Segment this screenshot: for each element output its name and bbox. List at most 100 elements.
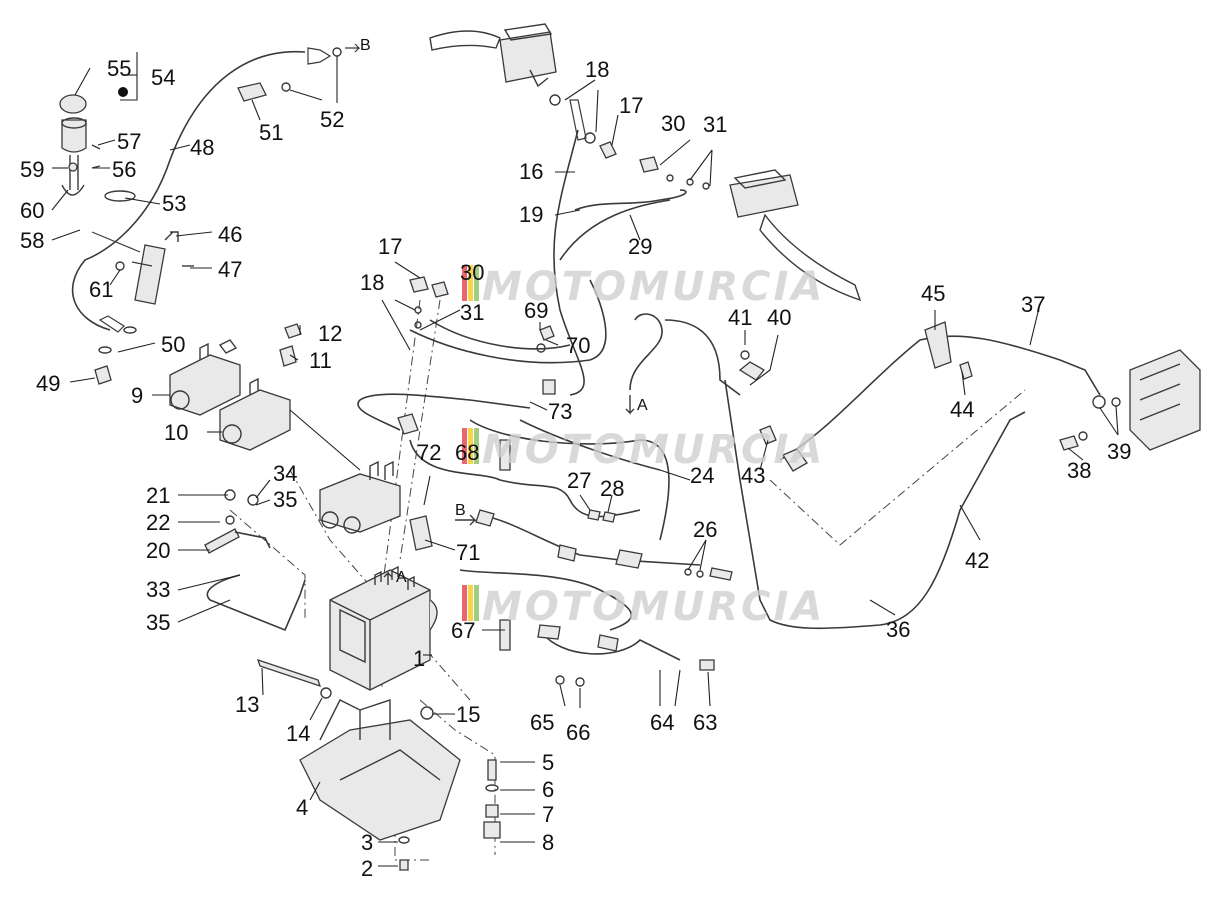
callout-label: 18 [360, 270, 384, 295]
callout-label: 53 [162, 191, 186, 216]
bracket-4 [256, 658, 461, 841]
callout-label: 46 [218, 222, 242, 247]
callout-label: 42 [965, 548, 989, 573]
hose-bundle [409, 279, 607, 364]
callout-label: 52 [320, 107, 344, 132]
ref-b-center: B [455, 502, 466, 519]
callout-label: 38 [1067, 458, 1091, 483]
watermark-flag-stripe [462, 585, 467, 621]
watermark-flag-stripe [474, 265, 479, 301]
callout-label: 16 [519, 159, 543, 184]
callout-label: 24 [690, 463, 714, 488]
callout-label: 70 [566, 333, 590, 358]
callout-label: 1 [413, 646, 425, 671]
rear-caliper [1059, 349, 1201, 451]
callout-label: 34 [273, 461, 297, 486]
leader-lines [51, 52, 1119, 867]
callout-label: 45 [921, 281, 945, 306]
watermark-text: MOTOMURCIA [482, 427, 825, 473]
watermark-text: MOTOMURCIA [482, 584, 825, 630]
callout-label: 69 [524, 298, 548, 323]
callout-label: 71 [456, 540, 480, 565]
watermark-text: MOTOMURCIA [482, 264, 825, 310]
callout-label: 35 [146, 610, 170, 635]
watermark-flag-stripe [474, 585, 479, 621]
ref-a-right: A [637, 397, 648, 414]
callout-label: 37 [1021, 292, 1045, 317]
watermark-flag-stripe [468, 585, 473, 621]
ref-a-abs: A [396, 569, 407, 586]
callout-label: 40 [767, 305, 791, 330]
watermark-logo: MOTOMURCIA [462, 427, 825, 473]
hose-29 [559, 199, 671, 261]
callout-label: 36 [886, 617, 910, 642]
callout-label: 63 [693, 710, 717, 735]
callout-label: 30 [460, 260, 484, 285]
callout-label: 4 [296, 795, 308, 820]
callout-label: 68 [455, 440, 479, 465]
callout-label: 19 [519, 202, 543, 227]
callout-label: 30 [661, 111, 685, 136]
watermark-logo: MOTOMURCIA [462, 264, 825, 310]
left-master-cylinder [429, 23, 557, 88]
callout-label: 6 [542, 777, 554, 802]
callout-label: 26 [693, 517, 717, 542]
callout-label: 27 [567, 468, 591, 493]
callout-label: 58 [20, 228, 44, 253]
pressure-switch-51 [237, 82, 267, 102]
callout-label: 44 [950, 397, 974, 422]
callout-label: 17 [378, 234, 402, 259]
callout-label: 29 [628, 234, 652, 259]
watermark-flag-stripe [462, 428, 467, 464]
callout-label: 2 [361, 856, 373, 881]
ref-b-top: B [360, 37, 371, 54]
callout-label: 39 [1107, 439, 1131, 464]
callout-label: 41 [728, 305, 752, 330]
callout-label: 14 [286, 721, 310, 746]
callout-label: 20 [146, 538, 170, 563]
callout-label: 59 [20, 157, 44, 182]
callout-label: 51 [259, 120, 283, 145]
callout-labels: 1 2 3 4 5 6 7 8 9 10 11 12 13 14 15 16 1… [20, 56, 1131, 881]
callout-label: 55 [107, 56, 131, 81]
abs-unit [329, 565, 438, 691]
callout-label: 17 [619, 93, 643, 118]
callout-label: 35 [273, 487, 297, 512]
callout-label: 12 [318, 321, 342, 346]
callout-label: 43 [741, 463, 765, 488]
callout-label: 11 [309, 348, 332, 373]
watermark-flag-stripe [468, 265, 473, 301]
watermark-flag-stripe [474, 428, 479, 464]
hydraulic-block [319, 473, 401, 533]
callout-label: 61 [89, 277, 113, 302]
callout-label: 57 [117, 129, 141, 154]
reservoir-group [59, 94, 101, 196]
callout-label: 31 [460, 300, 484, 325]
callout-label: 50 [161, 332, 185, 357]
callout-label: 3 [361, 830, 373, 855]
callout-label: 8 [542, 830, 554, 855]
callout-label: 66 [566, 720, 590, 745]
hose-48 [71, 50, 306, 331]
watermark-flag-stripe [468, 428, 473, 464]
watermarks: MOTOMURCIA MOTOMURCIA MOTOMURCIA [462, 264, 825, 630]
callout-label: 48 [190, 135, 214, 160]
watermark-flag-stripe [462, 265, 467, 301]
callout-label: 67 [451, 618, 475, 643]
callout-label: 47 [218, 257, 242, 282]
callout-label: 18 [585, 57, 609, 82]
callout-label: 60 [20, 198, 44, 223]
callout-label: 22 [146, 510, 170, 535]
callout-label: 72 [417, 440, 441, 465]
hose-37 [779, 335, 1101, 461]
callout-label: 28 [600, 476, 624, 501]
pipe-36 [724, 379, 1026, 630]
watermark-logo: MOTOMURCIA [462, 584, 825, 630]
callout-label: 65 [530, 710, 554, 735]
callout-label: 73 [548, 399, 572, 424]
callout-label: 7 [542, 802, 554, 827]
right-master-cylinder [639, 156, 862, 302]
callout-label: 33 [146, 577, 170, 602]
